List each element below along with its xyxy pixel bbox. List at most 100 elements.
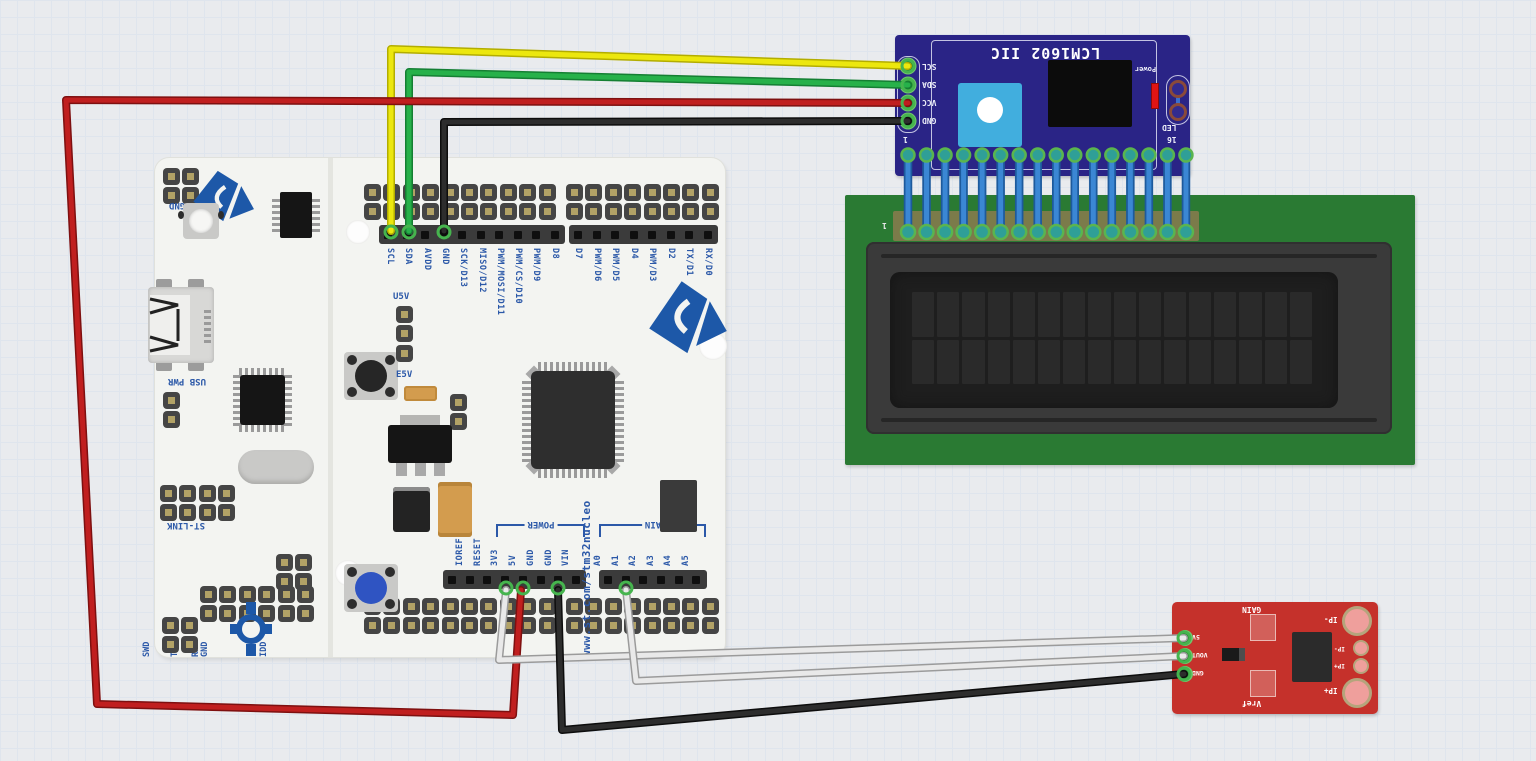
morpho-pin[interactable] bbox=[499, 617, 517, 635]
morpho-pin[interactable] bbox=[198, 485, 216, 502]
morpho-pin[interactable] bbox=[480, 184, 498, 201]
header-pad[interactable] bbox=[396, 344, 413, 362]
morpho-pin[interactable] bbox=[295, 554, 313, 571]
led-jumper-pad[interactable] bbox=[1169, 103, 1187, 121]
header-pin[interactable] bbox=[685, 230, 694, 239]
header-pin[interactable] bbox=[592, 230, 601, 239]
morpho-pin[interactable] bbox=[682, 184, 700, 201]
morpho-pin[interactable] bbox=[163, 411, 180, 429]
morpho-pin[interactable] bbox=[181, 636, 199, 654]
ip-plus-small-pad[interactable] bbox=[1353, 658, 1369, 674]
morpho-pin[interactable] bbox=[163, 392, 180, 409]
morpho-pin[interactable] bbox=[277, 605, 295, 623]
morpho-pin[interactable] bbox=[538, 598, 556, 615]
gain-pot[interactable] bbox=[1250, 614, 1276, 641]
morpho-pin[interactable] bbox=[364, 617, 381, 635]
morpho-pin[interactable] bbox=[585, 203, 603, 221]
header-pin[interactable] bbox=[402, 230, 411, 239]
stlink-header[interactable] bbox=[160, 485, 236, 522]
morpho-pin[interactable] bbox=[701, 184, 719, 201]
header-pin[interactable] bbox=[458, 230, 467, 239]
morpho-pin[interactable] bbox=[519, 617, 537, 635]
morpho-pin[interactable] bbox=[585, 184, 603, 201]
morpho-pin[interactable] bbox=[624, 203, 642, 221]
morpho-pin[interactable] bbox=[218, 504, 236, 522]
header-pin[interactable] bbox=[574, 230, 583, 239]
header-pin[interactable] bbox=[421, 230, 430, 239]
morpho-pin[interactable] bbox=[499, 203, 517, 221]
morpho-pin[interactable] bbox=[499, 598, 517, 615]
header-pin[interactable] bbox=[447, 575, 456, 584]
contrast-trimpot[interactable] bbox=[958, 83, 1022, 147]
morpho-pin[interactable] bbox=[441, 617, 459, 635]
morpho-pin[interactable] bbox=[604, 184, 622, 201]
header-pad[interactable] bbox=[450, 394, 467, 411]
header-pin[interactable] bbox=[483, 575, 492, 584]
header-pin[interactable] bbox=[532, 230, 541, 239]
header-pin[interactable] bbox=[629, 230, 638, 239]
reset-button-black[interactable] bbox=[344, 352, 398, 400]
morpho-pin[interactable] bbox=[296, 586, 314, 603]
header-pin[interactable] bbox=[501, 575, 510, 584]
morpho-pin[interactable] bbox=[519, 184, 537, 201]
morpho-pin[interactable] bbox=[422, 184, 440, 201]
morpho-pin[interactable] bbox=[383, 203, 401, 221]
morpho-pin[interactable] bbox=[538, 203, 556, 221]
morpho-pin[interactable] bbox=[499, 184, 517, 201]
morpho-pin[interactable] bbox=[662, 203, 680, 221]
morpho-pin[interactable] bbox=[162, 617, 179, 634]
morpho-pin[interactable] bbox=[277, 586, 295, 603]
morpho-pin[interactable] bbox=[604, 203, 622, 221]
morpho-pin[interactable] bbox=[701, 203, 719, 221]
morpho-pin[interactable] bbox=[519, 203, 537, 221]
morpho-pin[interactable] bbox=[460, 598, 478, 615]
ip-minus-small-pad[interactable] bbox=[1353, 640, 1369, 656]
morpho-pin[interactable] bbox=[682, 203, 700, 221]
morpho-pin[interactable] bbox=[218, 485, 236, 502]
arduino-header-d13-d8[interactable] bbox=[379, 225, 565, 244]
morpho-pin[interactable] bbox=[460, 203, 478, 221]
morpho-pin[interactable] bbox=[624, 184, 642, 201]
mini-usb-connector[interactable] bbox=[148, 279, 226, 371]
morpho-pin[interactable] bbox=[662, 184, 680, 201]
morpho-pin[interactable] bbox=[179, 504, 197, 522]
vref-pot[interactable] bbox=[1250, 670, 1276, 697]
morpho-pin[interactable] bbox=[441, 203, 459, 221]
morpho-pin[interactable] bbox=[441, 184, 459, 201]
user-button-blue[interactable] bbox=[344, 564, 398, 612]
ip-minus-pad[interactable] bbox=[1342, 606, 1372, 636]
ip-plus-pad[interactable] bbox=[1342, 678, 1372, 708]
u5v-e5v-header[interactable] bbox=[396, 306, 413, 362]
morpho-pin[interactable] bbox=[480, 598, 498, 615]
idd-header[interactable] bbox=[450, 394, 467, 431]
morpho-pin[interactable] bbox=[643, 184, 661, 201]
header-pin[interactable] bbox=[384, 230, 393, 239]
morpho-pin[interactable] bbox=[364, 184, 381, 201]
morpho-pin[interactable] bbox=[460, 617, 478, 635]
morpho-pin[interactable] bbox=[296, 605, 314, 623]
tx-rx-header[interactable] bbox=[276, 554, 313, 591]
morpho-pin[interactable] bbox=[538, 617, 556, 635]
morpho-pin[interactable] bbox=[643, 203, 661, 221]
morpho-pin[interactable] bbox=[200, 586, 217, 603]
morpho-pin[interactable] bbox=[422, 203, 440, 221]
header-pin[interactable] bbox=[439, 230, 448, 239]
morpho-pin[interactable] bbox=[422, 598, 440, 615]
header-pad[interactable] bbox=[450, 413, 467, 431]
led-jumper-pad[interactable] bbox=[1169, 80, 1187, 98]
morpho-pin[interactable] bbox=[181, 617, 199, 634]
header-pin[interactable] bbox=[513, 230, 522, 239]
header-pin[interactable] bbox=[518, 575, 527, 584]
morpho-pin[interactable] bbox=[160, 485, 177, 502]
current-sensor-breakout[interactable]: 5V VOUT GND GAIN Vref IP- IP- IP+ IP+ bbox=[1172, 602, 1378, 714]
morpho-pin[interactable] bbox=[383, 617, 401, 635]
morpho-pin[interactable] bbox=[519, 598, 537, 615]
morpho-pin[interactable] bbox=[364, 203, 381, 221]
header-pin[interactable] bbox=[554, 575, 563, 584]
morpho-pin[interactable] bbox=[163, 168, 180, 185]
morpho-pin[interactable] bbox=[200, 605, 217, 623]
gnd-header-bottom[interactable] bbox=[162, 617, 199, 654]
morpho-pin[interactable] bbox=[160, 504, 177, 522]
morpho-header-top-left[interactable] bbox=[364, 184, 556, 221]
